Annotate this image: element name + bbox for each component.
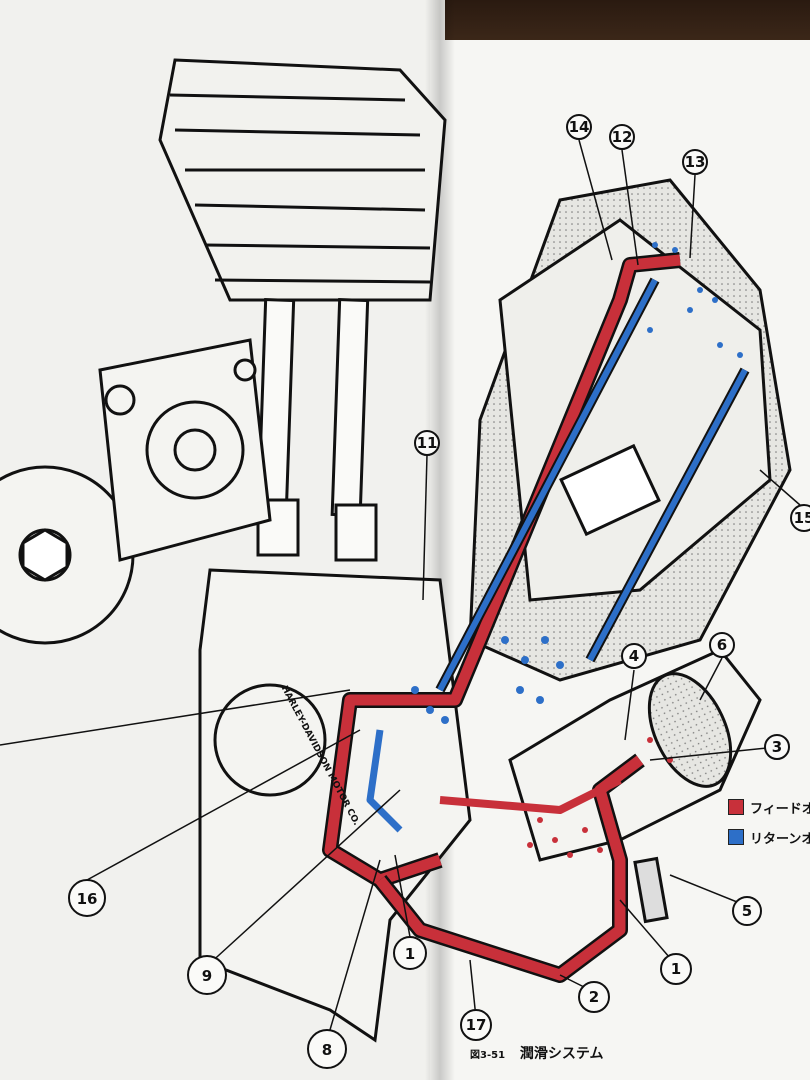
callout-11: 11 xyxy=(414,430,440,456)
callout-4: 4 xyxy=(621,643,647,669)
callout-1b: 1 xyxy=(660,953,692,985)
svg-text:6: 6 xyxy=(717,636,727,654)
leader-lines xyxy=(0,139,801,1041)
callout-15: 15 xyxy=(790,504,810,532)
legend-feed-label: フィードオイ xyxy=(750,801,810,817)
oil-filter-housing xyxy=(508,648,762,924)
callout-2: 2 xyxy=(578,981,610,1013)
svg-text:2: 2 xyxy=(589,988,599,1006)
svg-text:1: 1 xyxy=(671,960,681,978)
callout-17: 17 xyxy=(460,1009,492,1041)
oil-pump-housing xyxy=(98,338,272,562)
figure-title: 潤滑システム xyxy=(519,1046,604,1062)
figure-number: 図3-51 xyxy=(470,1050,506,1061)
svg-text:11: 11 xyxy=(417,434,438,452)
callout-8: 8 xyxy=(307,1029,347,1069)
cylinder-head xyxy=(158,58,447,302)
oil-droplets xyxy=(411,242,743,858)
svg-text:3: 3 xyxy=(772,738,782,756)
return-oil-swatch xyxy=(728,829,744,845)
svg-text:14: 14 xyxy=(569,118,590,136)
svg-text:12: 12 xyxy=(612,128,633,146)
svg-text:4: 4 xyxy=(629,647,639,665)
return-oil-lines xyxy=(366,277,750,833)
svg-text:9: 9 xyxy=(202,967,212,985)
callouts: 14 12 13 11 15 6 4 3 16 5 9 1 2 1 17 8 xyxy=(68,114,810,1069)
figure-caption: 図3-51 潤滑システム xyxy=(470,1043,604,1063)
svg-text:17: 17 xyxy=(466,1016,487,1034)
pushrod-tubes xyxy=(256,298,378,562)
feed-oil-swatch xyxy=(728,799,744,815)
cutaway-cylinder xyxy=(468,178,792,682)
svg-text:13: 13 xyxy=(685,153,706,171)
callout-13: 13 xyxy=(682,149,708,175)
callout-9: 9 xyxy=(187,955,227,995)
legend-feed-oil: フィードオイ xyxy=(728,792,810,822)
svg-text:16: 16 xyxy=(77,890,98,908)
legend-return-oil: リターンオイ xyxy=(728,822,810,852)
callout-14: 14 xyxy=(566,114,592,140)
callout-1a: 1 xyxy=(393,936,427,970)
svg-text:8: 8 xyxy=(322,1041,332,1059)
svg-text:5: 5 xyxy=(742,902,752,920)
oil-legend: フィードオイ リターンオイ xyxy=(728,792,810,852)
cam-sprocket xyxy=(0,465,135,645)
callout-12: 12 xyxy=(609,124,635,150)
feed-oil-lines xyxy=(322,252,681,983)
callout-6: 6 xyxy=(709,632,735,658)
callout-3: 3 xyxy=(764,734,790,760)
callout-5: 5 xyxy=(732,896,762,926)
callout-16: 16 xyxy=(68,879,106,917)
svg-text:1: 1 xyxy=(405,945,415,963)
legend-return-label: リターンオイ xyxy=(750,831,810,847)
svg-text:15: 15 xyxy=(794,509,810,527)
